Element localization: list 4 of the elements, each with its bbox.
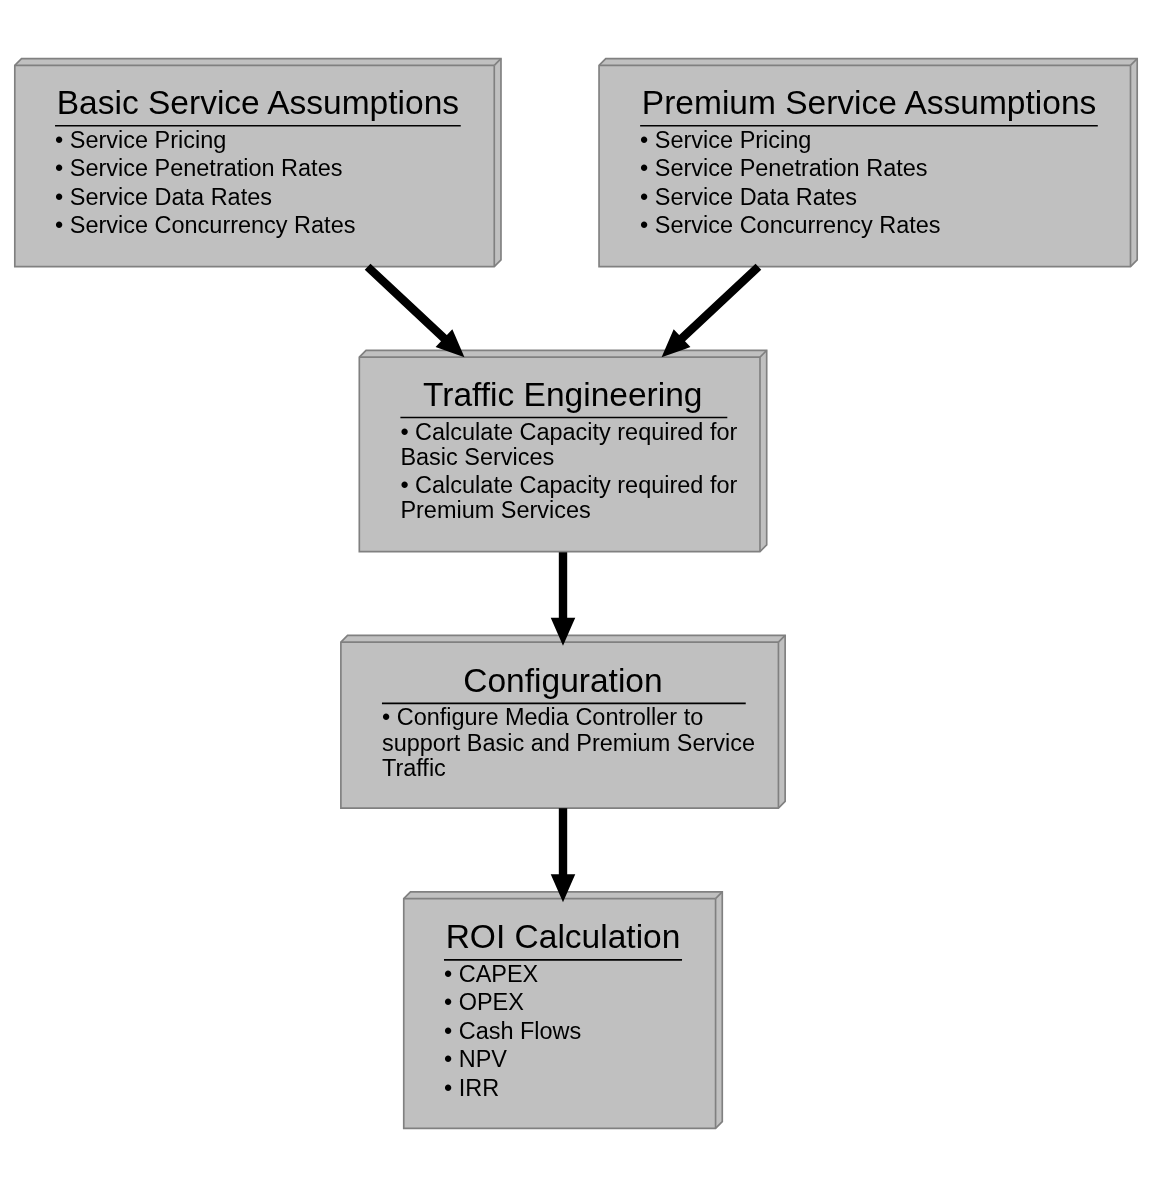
arrow — [550, 552, 576, 646]
arrow — [364, 263, 465, 358]
arrow — [661, 263, 762, 358]
arrow — [550, 808, 576, 903]
